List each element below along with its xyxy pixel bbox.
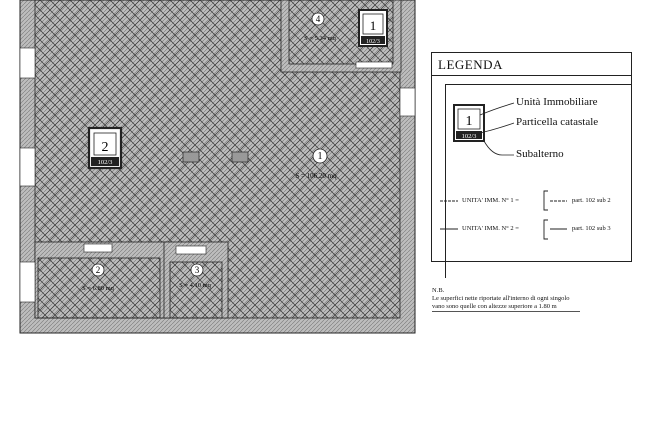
room-1-label: 1 S = 106.20 mq bbox=[295, 148, 337, 180]
legend-inner-frame bbox=[445, 84, 632, 278]
legend-line1-ref: part. 102 sub 2 bbox=[572, 197, 611, 204]
room-3 bbox=[163, 241, 229, 319]
note-block: N.B. Le superfici nette riportate all'in… bbox=[432, 287, 580, 312]
legend-sample-badge: 1 102/3 bbox=[453, 104, 485, 142]
left-windows bbox=[19, 47, 36, 303]
room-3-label: 3 S = 4.10 mq bbox=[179, 263, 212, 289]
room-3-area: S = 4.10 mq bbox=[179, 282, 212, 289]
legend-sample-unit: 1 bbox=[466, 114, 473, 129]
legend-line-sample-1 bbox=[440, 190, 567, 211]
unit-badge-2: 2 102/3 bbox=[87, 126, 123, 170]
legend-line2-ref: part. 102 sub 3 bbox=[572, 225, 611, 232]
pillars bbox=[182, 151, 249, 163]
room-2-area: S = 6.80 mq bbox=[82, 285, 115, 292]
unit-badge-1-number: 1 bbox=[370, 18, 377, 33]
unit-badge-2-number: 2 bbox=[102, 140, 109, 155]
legend-line2-label: UNITA' IMM. N° 2 = bbox=[462, 225, 519, 232]
right-openings bbox=[399, 87, 416, 117]
room-2-number: 2 bbox=[96, 265, 101, 275]
unit-badge-1: 1 102/3 bbox=[358, 9, 388, 47]
unit-badge-2-parcel: 102/3 bbox=[98, 159, 113, 166]
legend-title: LEGENDA bbox=[438, 57, 503, 72]
room-1-number: 1 bbox=[318, 151, 323, 162]
legend-graphics: 1 102/3 bbox=[440, 102, 567, 240]
legend-box: LEGENDA 1 102/3 Unità Immobiliare bbox=[431, 52, 632, 278]
legend-unit-label: Unità Immobiliare bbox=[516, 96, 598, 108]
note-title: N.B. bbox=[432, 287, 445, 294]
legend-line1-label: UNITA' IMM. N° 1 = bbox=[462, 197, 519, 204]
room-4-number: 4 bbox=[316, 14, 321, 24]
room-2 bbox=[34, 241, 169, 319]
room-4-label: 4 S = 5.34 mq bbox=[304, 12, 337, 42]
legend-line-sample-2 bbox=[440, 219, 567, 240]
legend-sub-label: Subalterno bbox=[516, 148, 564, 160]
legend-title-rule bbox=[432, 75, 631, 76]
legend-parcel-label: Particella catastale bbox=[516, 116, 599, 128]
unit-badge-1-parcel: 102/3 bbox=[366, 39, 380, 45]
legend-sample-parcel: 102/3 bbox=[462, 133, 477, 140]
legend-leader-lines bbox=[479, 102, 515, 156]
room-3-number: 3 bbox=[195, 265, 200, 275]
room-2-label: 2 S = 6.80 mq bbox=[82, 263, 115, 292]
room-1-area: S = 106.20 mq bbox=[295, 172, 337, 180]
note-text: Le superfici nette riportate all'interno… bbox=[432, 295, 580, 312]
room-4-area: S = 5.34 mq bbox=[304, 35, 337, 42]
floor-plan: 4 S = 5.34 mq 1 S = 106.20 mq 2 S = 6.80… bbox=[19, 0, 416, 334]
